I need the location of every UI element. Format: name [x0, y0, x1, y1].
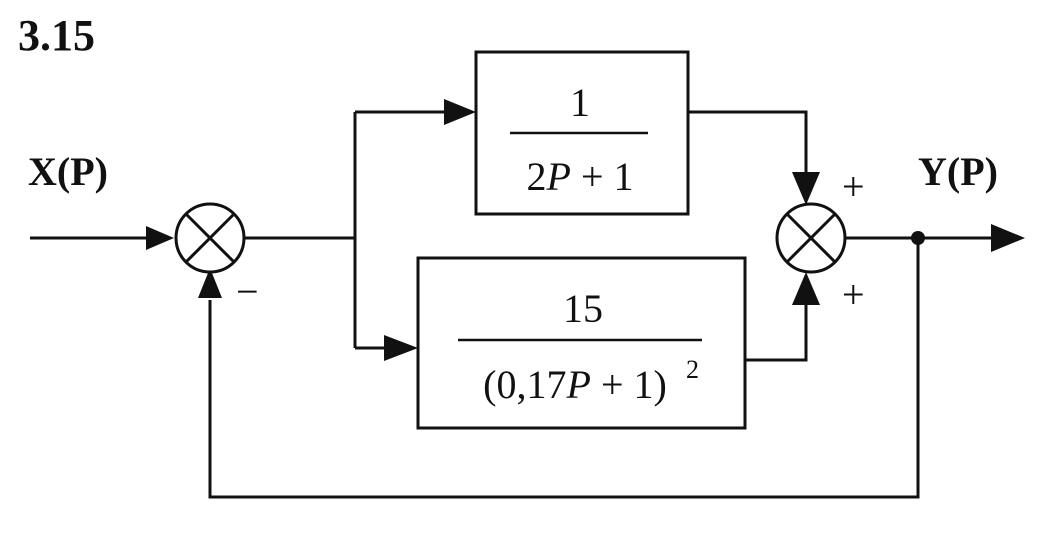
- sum2-sign-top: +: [842, 164, 865, 209]
- bottom-numerator: 15: [563, 286, 603, 331]
- summing-junction-2: [775, 202, 847, 274]
- top-denominator: 2P + 1: [527, 154, 634, 199]
- arrow-bottom-into-sum2: [792, 272, 820, 305]
- output-arrow: [991, 224, 1025, 252]
- top-block-output-line: [688, 110, 808, 172]
- summing-junction-1: [174, 202, 246, 274]
- arrow-into-sum1: [146, 226, 174, 250]
- transfer-block-bottom: 15 (0,17P + 1) 2: [416, 256, 747, 430]
- sum2-sign-bottom: +: [842, 272, 865, 317]
- arrow-top-into-sum2: [792, 172, 820, 205]
- feedback-sign-minus: −: [236, 269, 259, 314]
- transfer-block-top: 1 2P + 1: [474, 50, 690, 216]
- connection-lines: [30, 110, 995, 499]
- arrow-into-bottom-block: [384, 335, 418, 361]
- arrow-into-top-block: [444, 99, 476, 125]
- top-numerator: 1: [570, 80, 590, 125]
- bottom-denominator: (0,17P + 1): [483, 362, 667, 407]
- problem-number: 3.15: [18, 11, 95, 60]
- bottom-block-output-line: [745, 305, 808, 362]
- bottom-exponent: 2: [686, 355, 699, 384]
- output-label: Y(P): [918, 149, 998, 194]
- takeoff-point: [911, 231, 925, 245]
- arrowheads: [146, 99, 1025, 361]
- arrow-feedback-into-sum1: [198, 268, 222, 298]
- input-label: X(P): [28, 149, 108, 194]
- feedback-line: [208, 238, 920, 499]
